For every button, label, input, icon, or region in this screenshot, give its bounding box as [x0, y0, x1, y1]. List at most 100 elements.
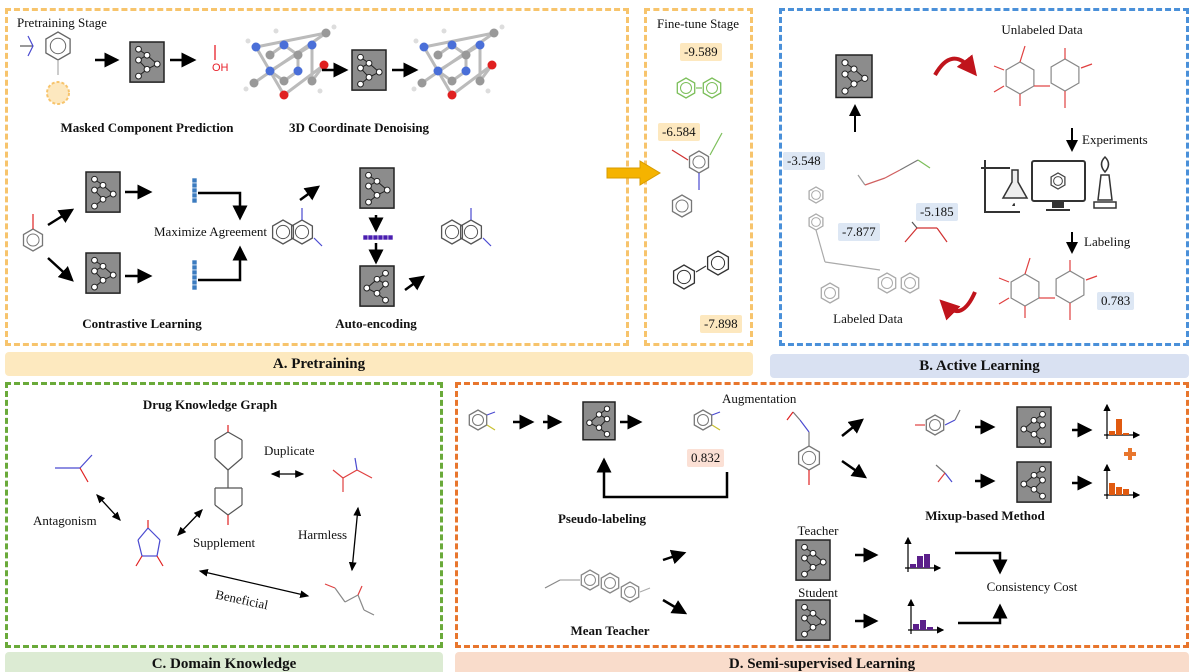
finetune-molecule-3 [672, 250, 730, 290]
neural-network-icon [85, 252, 121, 294]
labeled-molecule-1 [857, 159, 931, 186]
semi-supervised-box [455, 382, 1189, 648]
neural-network-icon [1016, 461, 1052, 503]
finetune-stage-title: Fine-tune Stage [657, 16, 739, 31]
serine-molecule [332, 457, 373, 492]
domain-knowledge-box [5, 382, 443, 648]
labeled-molecule-3 [904, 221, 948, 243]
neural-network-icon [359, 265, 395, 307]
labeled-new-molecule [998, 257, 1098, 320]
3d-molecule-denoised [411, 24, 505, 100]
phenol-molecule [22, 214, 44, 252]
pseudo-labeling-label: Pseudo-labeling [557, 511, 647, 526]
neural-network-icon [85, 171, 121, 213]
3d-coordinate-denoising-label: 3D Coordinate Denoising [288, 120, 430, 135]
labeled-data-label: Labeled Data [833, 311, 903, 326]
mean-teacher-label: Mean Teacher [570, 623, 650, 638]
pretraining-stage-title: Pretraining Stage [17, 15, 107, 30]
consistency-cost-label: Consistency Cost [986, 579, 1078, 594]
relation-supplement: Supplement [193, 535, 256, 550]
auto-encoding-label: Auto-encoding [335, 316, 417, 331]
embedding-vector-icon [191, 259, 198, 291]
neural-network-icon [129, 41, 165, 83]
relation-antagonism: Antagonism [33, 513, 97, 528]
caffeine-molecule-output [440, 208, 492, 247]
augmented-molecule-2 [935, 464, 953, 483]
finetune-value: -6.584 [658, 123, 700, 141]
augmentation-label: Augmentation [722, 391, 797, 406]
section-label-pretraining: A. Pretraining [5, 352, 753, 376]
imidazole-ring [27, 35, 34, 57]
double-arrow-icon [348, 506, 362, 572]
benzothiazole-output [693, 409, 721, 431]
relation-harmless: Harmless [298, 527, 348, 542]
arrow-icon [662, 549, 687, 565]
drug-knowledge-graph-title: Drug Knowledge Graph [142, 397, 278, 412]
neural-network-icon [582, 401, 616, 441]
unlabeled-data-label: Unlabeled Data [1001, 22, 1083, 37]
connector-arrow-icon [955, 551, 1008, 575]
finetune-value: -9.589 [680, 43, 722, 61]
arrow-icon [404, 275, 426, 292]
masked-molecule [20, 31, 71, 75]
maximize-agreement-label: Maximize Agreement [154, 224, 267, 239]
experiments-label: Experiments [1082, 132, 1148, 147]
connector-arrow-icon [958, 603, 1008, 625]
acetaminophen-molecule [786, 411, 821, 485]
labeling-label: Labeling [1084, 234, 1131, 249]
plus-icon [1124, 448, 1136, 460]
mixup-method-label: Mixup-based Method [925, 508, 1045, 523]
active-learning-box [779, 8, 1189, 346]
bar-chart-icon [1103, 463, 1141, 499]
arrow-icon [299, 185, 321, 202]
butanediol-molecule [324, 583, 375, 616]
connector-arrow-icon [198, 245, 248, 282]
bar-chart-icon [907, 598, 945, 634]
neural-network-icon [795, 599, 831, 641]
new-label-value: 0.783 [1097, 292, 1135, 310]
section-label-domain-knowledge: C. Domain Knowledge [5, 652, 443, 672]
finetune-molecule-1 [676, 77, 722, 99]
contrastive-learning-label: Contrastive Learning [82, 316, 202, 331]
unlabeled-molecule [993, 45, 1093, 108]
augmented-molecule-1 [915, 409, 961, 436]
urea-molecule [55, 454, 93, 483]
spirobarbiturate-molecule [214, 425, 243, 525]
parabanic-acid-molecule [135, 520, 164, 567]
double-arrow-icon [177, 509, 203, 536]
transition-arrow-icon [606, 160, 661, 186]
arrow-icon [662, 598, 688, 615]
masked-component-prediction-label: Masked Component Prediction [60, 120, 234, 135]
arrow-icon [47, 257, 74, 282]
section-label-semi-supervised: D. Semi-supervised Learning [455, 652, 1189, 672]
bar-chart-icon [904, 536, 942, 572]
teacher-label: Teacher [797, 523, 839, 538]
neural-network-icon [795, 539, 831, 581]
finetune-molecule-2 [671, 132, 723, 218]
labeled-value: -7.877 [838, 223, 880, 241]
connector-arrow-icon [198, 191, 248, 221]
bar-chart-icon [1103, 403, 1141, 439]
mean-teacher-molecule [544, 569, 651, 603]
arrow-icon [841, 418, 864, 437]
student-label: Student [798, 585, 838, 600]
labeled-molecule-2 [808, 186, 920, 304]
section-label-active-learning: B. Active Learning [770, 354, 1189, 378]
monitor-icon [1031, 160, 1086, 211]
connector-arrow-icon [596, 457, 729, 499]
finetune-value: -7.898 [700, 315, 742, 333]
neural-network-icon [1016, 406, 1052, 448]
double-arrow-icon [96, 494, 121, 521]
caffeine-molecule-input [271, 208, 323, 247]
benzothiazole-input [468, 409, 496, 431]
burner-icon [1093, 155, 1117, 209]
labeled-value: -5.185 [916, 203, 958, 221]
embedding-vector-icon [362, 234, 394, 241]
labeled-value: -3.548 [783, 152, 825, 170]
double-arrow-icon [198, 568, 310, 599]
lab-flask-icon [981, 160, 1029, 213]
neural-network-icon [351, 49, 387, 91]
curved-arrow-icon [933, 54, 978, 77]
